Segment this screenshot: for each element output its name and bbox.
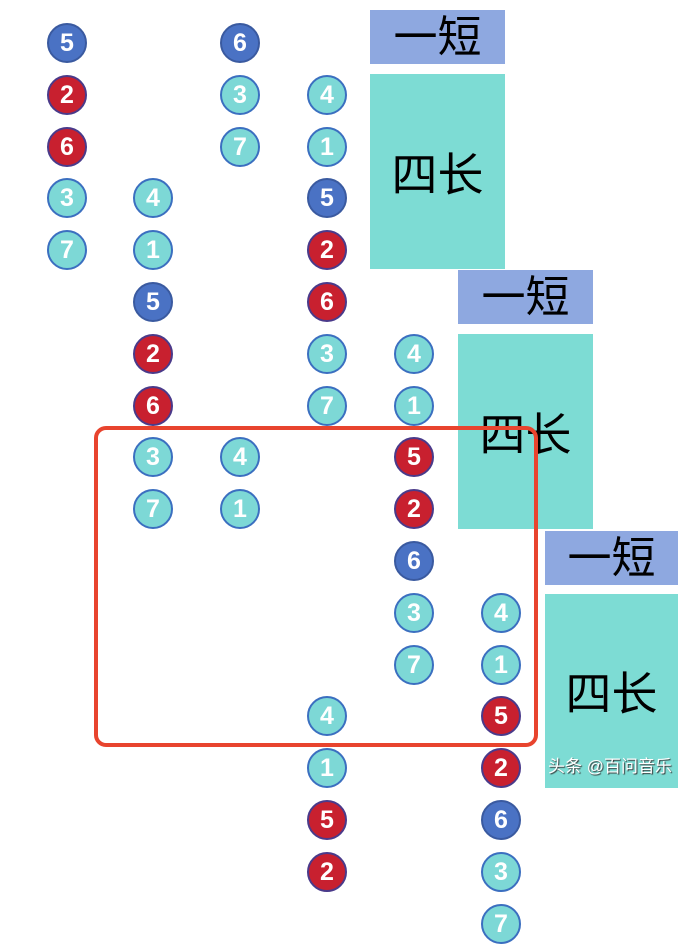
number-circle: 3 xyxy=(47,178,87,219)
number-circle: 4 xyxy=(133,178,173,219)
number-circle: 5 xyxy=(307,800,347,840)
number-circle: 2 xyxy=(307,230,347,271)
number-circle: 3 xyxy=(220,74,260,115)
long-label-1: 四长 xyxy=(370,74,505,269)
short-label-1: 一短 xyxy=(370,10,505,64)
number-circle: 6 xyxy=(307,282,347,322)
number-circle: 5 xyxy=(133,282,173,322)
number-circle: 6 xyxy=(133,385,173,426)
number-circle: 5 xyxy=(481,696,521,737)
number-circle: 2 xyxy=(133,333,173,374)
number-circle: 1 xyxy=(481,644,521,685)
number-circle: 7 xyxy=(481,903,521,944)
number-circle: 3 xyxy=(481,851,521,892)
short-label-3: 一短 xyxy=(545,531,678,585)
long-label-2: 四长 xyxy=(458,334,593,529)
number-circle: 7 xyxy=(47,230,87,271)
number-circle: 7 xyxy=(220,126,260,167)
number-circle: 4 xyxy=(307,696,347,737)
number-circle: 1 xyxy=(307,126,347,167)
number-circle: 4 xyxy=(307,74,347,115)
number-circle: 2 xyxy=(481,748,521,789)
number-circle: 2 xyxy=(47,74,87,115)
number-circle: 5 xyxy=(47,23,87,63)
watermark: 头条 @百问音乐 xyxy=(548,757,672,776)
long-label-3: 四长 xyxy=(545,594,678,788)
number-circle: 6 xyxy=(481,800,521,840)
number-circle: 3 xyxy=(307,333,347,374)
number-circle: 1 xyxy=(133,230,173,271)
number-circle: 4 xyxy=(220,437,260,478)
number-circle: 1 xyxy=(220,489,260,530)
number-circle: 3 xyxy=(394,592,434,633)
number-circle: 2 xyxy=(307,851,347,892)
number-circle: 6 xyxy=(220,23,260,63)
number-circle: 7 xyxy=(307,385,347,426)
number-circle: 1 xyxy=(307,748,347,789)
number-circle: 4 xyxy=(394,333,434,374)
number-circle: 5 xyxy=(394,437,434,478)
number-circle: 3 xyxy=(133,437,173,478)
number-circle: 4 xyxy=(481,592,521,633)
short-label-2: 一短 xyxy=(458,270,593,324)
number-circle: 7 xyxy=(133,489,173,530)
number-circle: 6 xyxy=(394,541,434,581)
number-circle: 7 xyxy=(394,644,434,685)
number-circle: 5 xyxy=(307,178,347,219)
number-circle: 6 xyxy=(47,126,87,167)
number-circle: 2 xyxy=(394,489,434,530)
number-circle: 1 xyxy=(394,385,434,426)
highlight-frame xyxy=(94,426,538,747)
